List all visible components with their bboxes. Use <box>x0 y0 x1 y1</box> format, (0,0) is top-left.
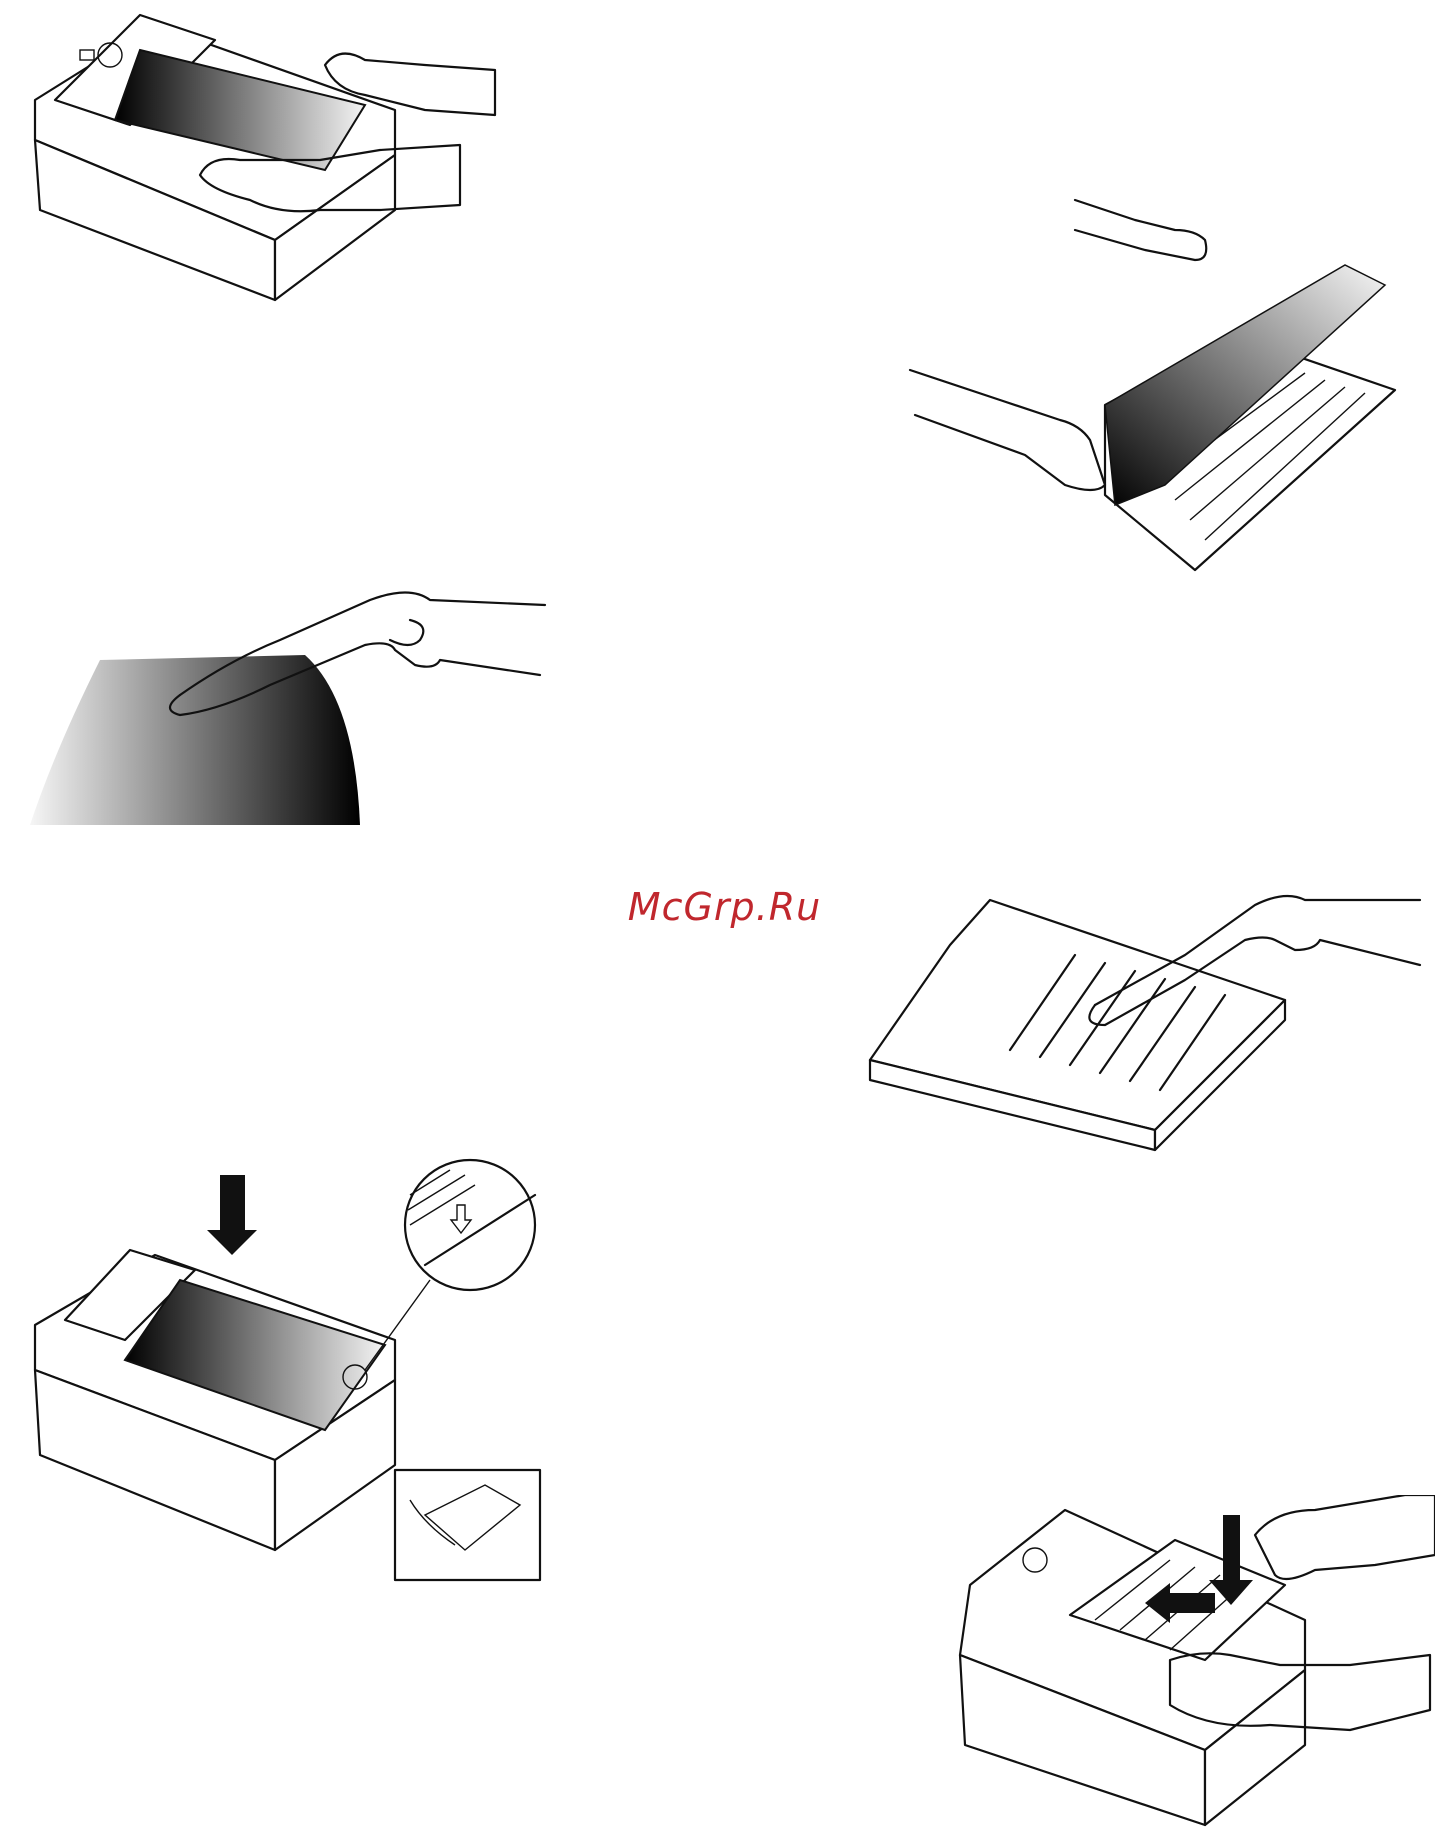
figure-insert-tray <box>955 1495 1435 1830</box>
clean-tray-illustration <box>865 885 1430 1160</box>
watermark-text: McGrp.Ru <box>628 885 821 929</box>
figure-lift-cover <box>25 5 535 305</box>
wipe-sheet-illustration <box>25 580 550 830</box>
figure-peel-film <box>905 195 1420 575</box>
insert-tray-illustration <box>955 1495 1435 1830</box>
figure-clean-tray <box>865 885 1430 1160</box>
peel-protective-film-illustration <box>905 195 1420 575</box>
press-down-cover-illustration <box>25 1155 545 1585</box>
figure-wipe-sheet <box>25 580 550 830</box>
figure-press-cover <box>25 1155 545 1585</box>
scanner-lift-cover-illustration <box>25 5 535 305</box>
